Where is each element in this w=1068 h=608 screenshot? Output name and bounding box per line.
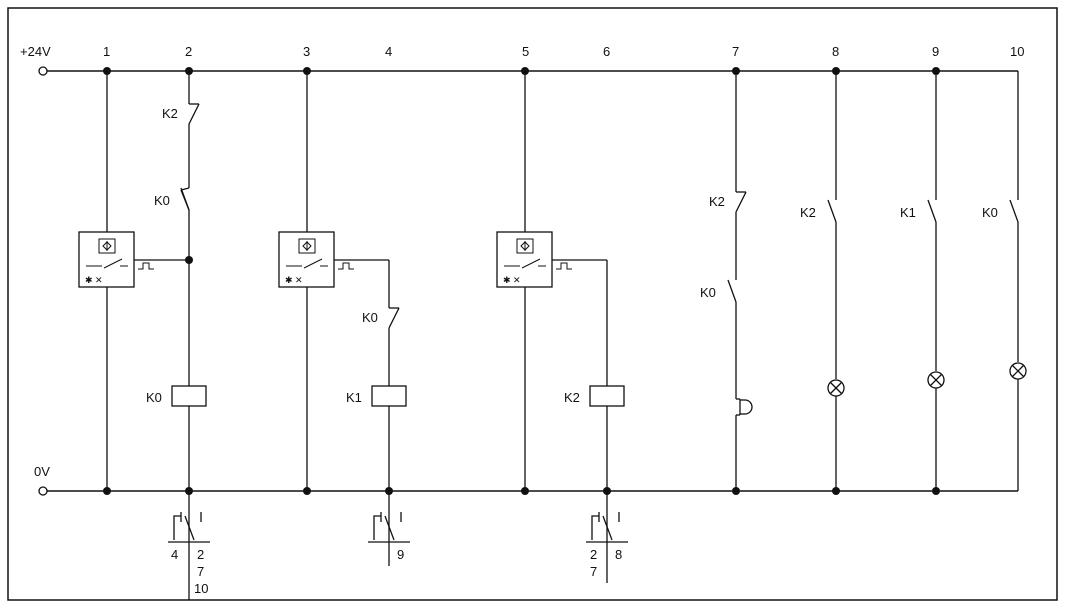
xref-nc: 2: [590, 547, 597, 562]
no-contact-icon: [1009, 199, 1019, 223]
horn-icon: [736, 398, 753, 416]
no-contact-icon: [727, 279, 737, 303]
xref-no: 9: [397, 547, 404, 562]
coil-label: K0: [146, 390, 162, 405]
contact-label: K0: [362, 310, 378, 325]
column-number: 1: [103, 44, 110, 59]
column-number: 5: [522, 44, 529, 59]
contact-label: K0: [154, 193, 170, 208]
coil-label: K2: [564, 390, 580, 405]
column-numbers: 1 2 3 4 5 6 7 8 9 10: [103, 44, 1024, 59]
relay-coil-icon: [171, 385, 207, 407]
nc-contact-icon: [188, 103, 200, 125]
contact-label: K0: [982, 205, 998, 220]
no-contact-icon: [827, 199, 837, 223]
contact-label: K2: [709, 194, 725, 209]
column-number: 9: [932, 44, 939, 59]
xref-nc: 7: [590, 564, 597, 579]
xref-no: 10: [194, 581, 208, 596]
proximity-sensor-icon: ✱ ✕: [496, 231, 572, 288]
nc-contact-icon: [388, 307, 400, 329]
coil-label: K1: [346, 390, 362, 405]
xref-no: 7: [197, 564, 204, 579]
column-number: 2: [185, 44, 192, 59]
contact-label: K2: [800, 205, 816, 220]
nc-contact-icon: [735, 191, 747, 213]
contact-cross-reference-k0: 4 2 7 10: [168, 491, 210, 600]
contact-label: K0: [700, 285, 716, 300]
no-contact-icon: [927, 199, 937, 223]
contact-label: K2: [162, 106, 178, 121]
relay-coil-icon: [371, 385, 407, 407]
proximity-sensor-icon: ✱ ✕: [78, 231, 154, 288]
contact-cross-reference-k1: 9: [368, 491, 410, 566]
lamp-icon: [927, 371, 945, 389]
terminal-24v: [38, 66, 48, 76]
column-number: 3: [303, 44, 310, 59]
rail-label-24v: +24V: [20, 44, 51, 59]
no-contact-blade: [180, 187, 190, 211]
xref-no: 8: [615, 547, 622, 562]
column-number: 10: [1010, 44, 1024, 59]
svg-text:✱ ✕: ✱ ✕: [285, 275, 303, 285]
column-number: 7: [732, 44, 739, 59]
lamp-icon: [1009, 362, 1027, 380]
diagram-frame: [7, 7, 1058, 601]
lamp-icon: [827, 379, 845, 397]
svg-text:✱ ✕: ✱ ✕: [85, 275, 103, 285]
contact-label: K1: [900, 205, 916, 220]
svg-text:✱ ✕: ✱ ✕: [503, 275, 521, 285]
xref-nc: 4: [171, 547, 178, 562]
rail-label-0v: 0V: [34, 464, 50, 479]
terminal-0v: [38, 486, 48, 496]
column-number: 4: [385, 44, 392, 59]
relay-coil-icon: [589, 385, 625, 407]
column-number: 8: [832, 44, 839, 59]
proximity-sensor-icon: ✱ ✕: [278, 231, 354, 288]
column-number: 6: [603, 44, 610, 59]
xref-no: 2: [197, 547, 204, 562]
contact-cross-reference-k2: 2 7 8: [586, 491, 628, 583]
